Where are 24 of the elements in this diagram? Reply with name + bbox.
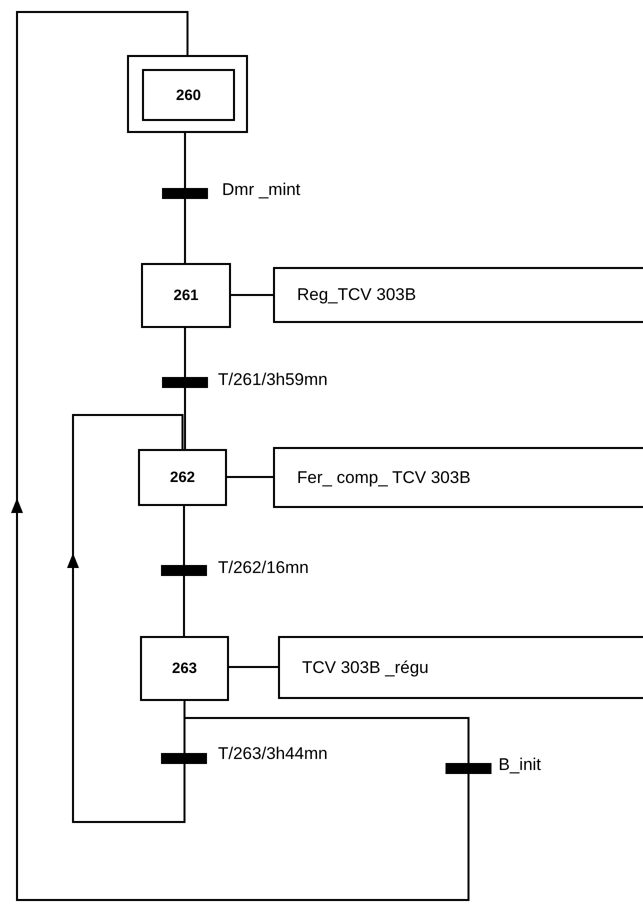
initial-step-box: [127, 55, 248, 133]
action-text: Fer_ comp_ TCV 303B: [297, 468, 471, 488]
step-number: 263: [172, 660, 198, 677]
action-text: TCV 303B _régu: [302, 658, 429, 678]
transition-condition: B_init: [498, 755, 542, 776]
connector-line: [231, 294, 273, 296]
step-number: 262: [170, 469, 196, 486]
connector-line: [184, 133, 186, 263]
transition-condition: Dmr _mint: [222, 180, 300, 200]
connector-line: [11, 11, 470, 901]
connector-line: [229, 666, 278, 668]
connector-line: [184, 328, 186, 449]
connector-line: [227, 476, 273, 478]
action-box: [273, 267, 643, 323]
action-text: Reg_TCV 303B: [297, 285, 416, 305]
action-box: [278, 636, 643, 699]
action-box: [273, 447, 643, 508]
connector-line: [67, 414, 186, 823]
connector-line: [183, 506, 185, 636]
step-number: 260: [176, 86, 202, 104]
step-number: 261: [173, 287, 199, 304]
step-box: [138, 449, 227, 506]
step-box: [141, 263, 231, 328]
step-box: [140, 636, 229, 701]
